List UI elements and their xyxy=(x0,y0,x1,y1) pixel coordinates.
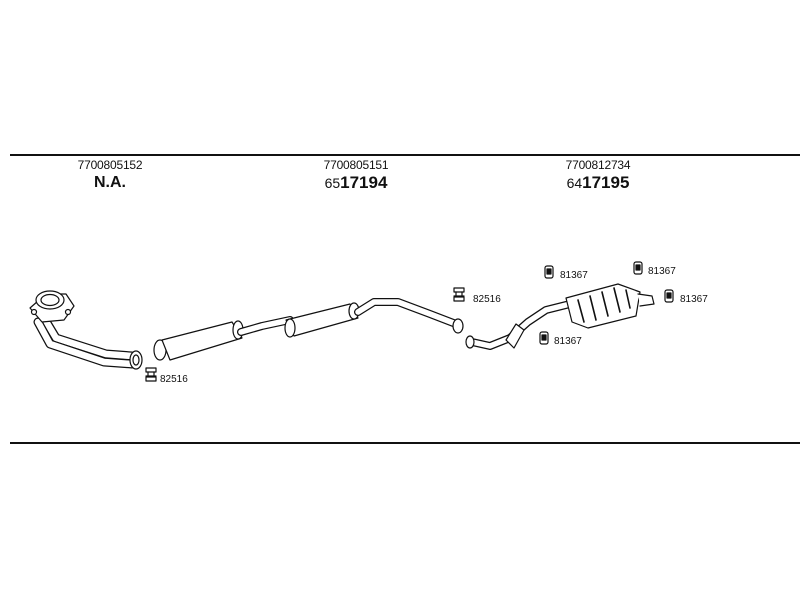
oem-number: 7700805152 xyxy=(77,158,143,172)
part-label-clamp-front: 82516 xyxy=(160,374,188,385)
front-silencer xyxy=(153,316,294,361)
clamp-icon-mid xyxy=(453,287,465,302)
part-ref-main: N.A. xyxy=(94,174,126,191)
part-ref-main: 17195 xyxy=(582,173,630,192)
rubber-mount-icon-3 xyxy=(664,289,674,303)
rubber-mount-icon-4 xyxy=(539,331,549,345)
part-ref-main: 17194 xyxy=(340,173,388,192)
header-middle-section: 7700805151 6517194 xyxy=(266,158,446,194)
part-ref-prefix: 65 xyxy=(324,175,341,191)
part-ref: 6517194 xyxy=(266,173,446,194)
middle-silencer xyxy=(284,298,464,338)
rubber-mount-icon-2 xyxy=(633,261,643,275)
rear-silencer xyxy=(465,283,655,350)
front-down-pipe xyxy=(29,290,143,370)
part-label-mount-4: 81367 xyxy=(554,336,582,347)
part-label-mount-2: 81367 xyxy=(648,266,676,277)
part-label-clamp-mid: 82516 xyxy=(473,294,501,305)
part-ref: 6417195 xyxy=(508,173,688,194)
part-label-mount-3: 81367 xyxy=(680,294,708,305)
clamp-icon-front xyxy=(145,367,157,382)
bottom-divider xyxy=(10,442,800,444)
top-divider xyxy=(10,154,800,156)
part-ref: N.A. xyxy=(20,173,200,193)
part-label-mount-1: 81367 xyxy=(560,270,588,281)
rubber-mount-icon-1 xyxy=(544,265,554,279)
header-rear-section: 7700812734 6417195 xyxy=(508,158,688,194)
part-ref-prefix: 64 xyxy=(566,175,583,191)
oem-number: 7700812734 xyxy=(565,158,631,172)
header-front-section: 7700805152 N.A. xyxy=(20,158,200,193)
oem-number: 7700805151 xyxy=(323,158,389,172)
